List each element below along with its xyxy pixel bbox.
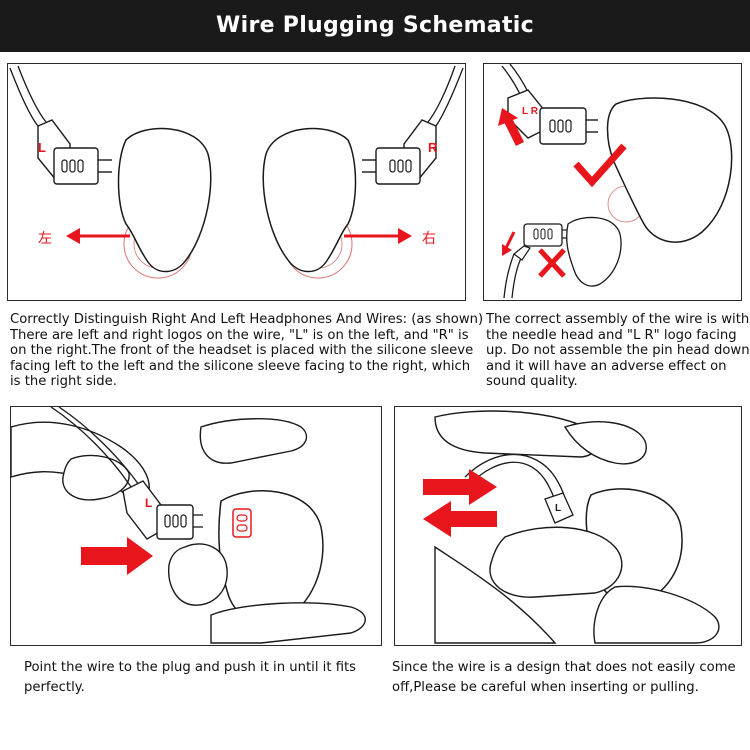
right-wire-marker: R [428, 140, 438, 155]
caption-line: off,Please be careful when inserting or … [392, 680, 699, 695]
caption-line: Point the wire to the plug and push it i… [24, 660, 357, 675]
connector-lr-marker: L R [522, 106, 539, 117]
caption-line: on the right.The front of the headset is… [10, 343, 474, 359]
caption-line: The correct assembly of the wire is with [486, 312, 750, 327]
panel-push-plug: L [10, 406, 382, 646]
connector-l-marker: L [555, 503, 561, 514]
left-right-illustration: L 左 R 右 [9, 65, 464, 279]
page-title: Wire Plugging Schematic [216, 13, 534, 38]
caption-line: the needle head and "L R" logo facing [486, 327, 737, 343]
panel-correct-assembly: L R [483, 63, 742, 301]
careful-pulling-illustration: L [423, 410, 720, 644]
caption-line: sound quality. [486, 374, 578, 390]
caption-line: There are left and right logos on the wi… [10, 327, 469, 343]
right-char-label: 右 [422, 231, 436, 247]
caption-line: Since the wire is a design that does not… [392, 660, 736, 675]
title-bar [0, 0, 750, 52]
caption-left-right: Correctly Distinguish Right And Left Hea… [10, 312, 484, 390]
caption-line: is the right side. [10, 374, 117, 390]
caption-line: perfectly. [24, 680, 85, 695]
panel-left-right-identification: L 左 R 右 [7, 63, 466, 301]
caption-careful-pulling: Since the wire is a design that does not… [392, 658, 744, 698]
connector-l-marker: L [145, 496, 152, 510]
caption-line: Correctly Distinguish Right And Left Hea… [10, 312, 484, 327]
assembly-illustration: L R [498, 64, 733, 299]
push-plug-illustration: L [11, 407, 366, 644]
caption-line: and it will have an adverse effect on [486, 358, 727, 374]
panel-careful-pulling: L [394, 406, 742, 646]
caption-line: facing left to the left and the silicone… [10, 358, 471, 374]
caption-push-plug: Point the wire to the plug and push it i… [24, 658, 384, 698]
caption-line: up. Do not assemble the pin head down [486, 343, 750, 359]
caption-assembly: The correct assembly of the wire is with… [486, 312, 750, 390]
left-char-label: 左 [38, 231, 52, 247]
left-wire-marker: L [38, 140, 46, 155]
